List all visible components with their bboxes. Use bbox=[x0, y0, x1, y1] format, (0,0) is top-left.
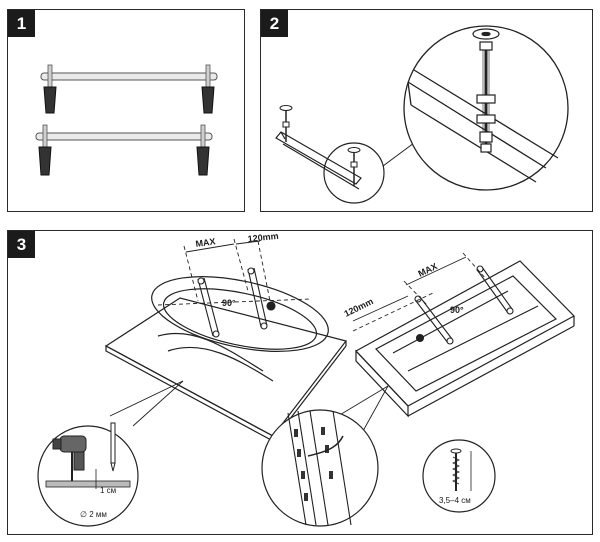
distance-label-left: 120mm bbox=[247, 231, 279, 244]
screw-icon bbox=[450, 448, 462, 491]
step-2-panel: 2 bbox=[260, 9, 593, 212]
rectangular-bathtub bbox=[355, 260, 575, 418]
legs-right bbox=[414, 265, 514, 345]
detail-marker-circle bbox=[323, 142, 385, 204]
angle-label-right: 90° bbox=[450, 305, 464, 315]
leg-screw-right bbox=[347, 147, 361, 186]
drill-detail-circle: 1 см ∅ 2 мм bbox=[37, 422, 139, 527]
max-label-right: MAX bbox=[416, 261, 438, 279]
legs-left bbox=[197, 267, 276, 338]
dimension-lines-right bbox=[352, 252, 487, 332]
step-3-panel: 3 MA bbox=[7, 230, 593, 535]
leg-assembly-illustration bbox=[275, 25, 569, 204]
support-legs-illustration bbox=[35, 64, 218, 176]
step-number-badge: 3 bbox=[8, 231, 35, 258]
step-number-badge: 2 bbox=[261, 10, 288, 37]
step-number-badge: 1 bbox=[8, 10, 35, 37]
drill-icon bbox=[52, 435, 87, 481]
angle-label-left: 90° bbox=[222, 298, 236, 308]
distance-label-right: 120mm bbox=[342, 296, 374, 319]
drill-depth-label: 1 см bbox=[100, 486, 116, 495]
screw-icons bbox=[294, 427, 333, 501]
zoom-detail-circle bbox=[403, 25, 569, 191]
drill-diameter-label: ∅ 2 мм bbox=[80, 510, 107, 519]
screw-length-label: 3,5–4 см bbox=[439, 496, 471, 505]
max-label-left: MAX bbox=[195, 236, 216, 249]
step-1-panel: 1 bbox=[7, 9, 245, 212]
leg-frame-lower bbox=[35, 124, 213, 176]
mounting-rail bbox=[275, 131, 362, 190]
leg-frame-upper bbox=[40, 64, 218, 114]
screw-detail-circle bbox=[261, 409, 379, 527]
screw-length-circle: 3,5–4 см bbox=[422, 439, 496, 513]
drill-bit-icon bbox=[110, 422, 116, 472]
arrow-icon bbox=[307, 435, 344, 457]
installation-illustration: MAX 120mm 90° MAX bbox=[37, 231, 575, 527]
leg-screw-left bbox=[279, 105, 293, 142]
dimension-lines-left bbox=[157, 238, 311, 307]
